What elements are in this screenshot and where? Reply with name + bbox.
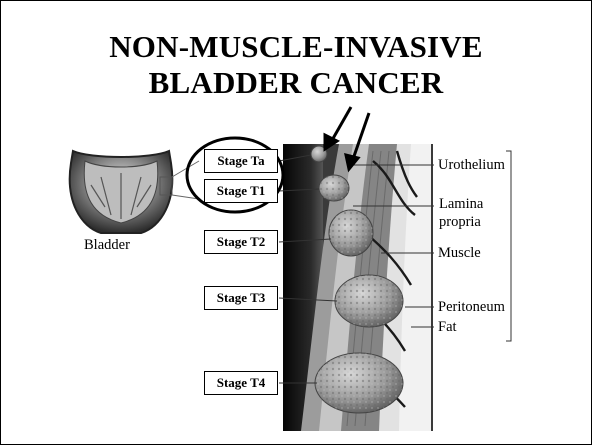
- urothelium-label: Urothelium: [438, 157, 505, 174]
- bladder-label: Bladder: [84, 237, 130, 254]
- fat-label: Fat: [438, 319, 457, 336]
- lamina-propria-label-line1: Lamina: [439, 196, 483, 213]
- muscle-label: Muscle: [438, 245, 481, 262]
- tumor-t3: [335, 275, 403, 327]
- stage-t4-label: Stage T4: [204, 371, 278, 395]
- tumor-t2: [329, 210, 373, 256]
- stage-t3-label: Stage T3: [204, 286, 278, 310]
- lamina-propria-label-line2: propria: [439, 214, 481, 231]
- stage-t2-label: Stage T2: [204, 230, 278, 254]
- wall-cross-section: [283, 144, 433, 431]
- tumor-t4: [315, 353, 403, 413]
- stage-t1-label: Stage T1: [204, 179, 278, 203]
- bladder-icon: [70, 151, 199, 233]
- stage-ta-label: Stage Ta: [204, 149, 278, 173]
- tumor-t1: [319, 175, 349, 201]
- peritoneum-label: Peritoneum: [438, 299, 505, 316]
